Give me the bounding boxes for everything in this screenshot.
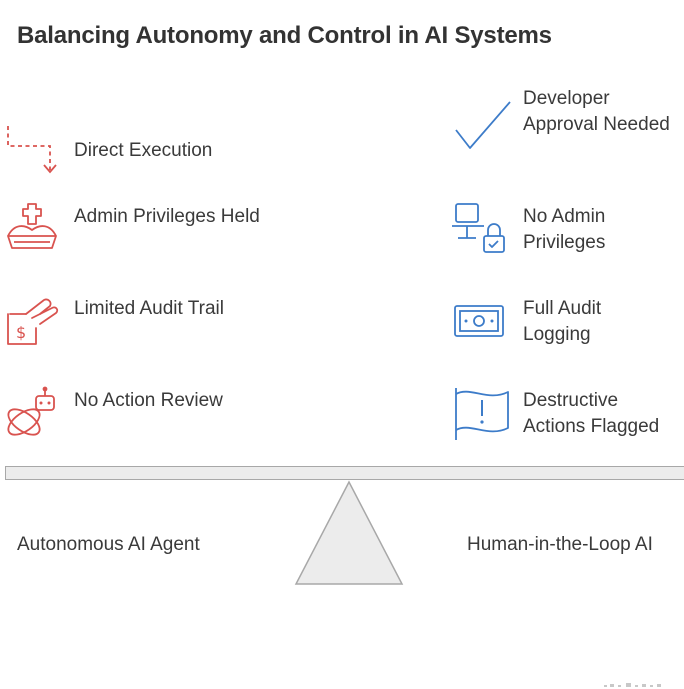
left-item-label-3: Limited Audit Trail bbox=[74, 298, 224, 319]
banknote-icon bbox=[454, 305, 504, 337]
right-item-label-1: Developer Approval Needed bbox=[523, 88, 670, 135]
computer-lock-icon bbox=[452, 203, 505, 253]
right-item-label-3: Full Audit Logging bbox=[523, 298, 602, 345]
diagram-title: Balancing Autonomy and Control in AI Sys… bbox=[17, 22, 552, 49]
fulcrum-triangle bbox=[294, 480, 404, 585]
balance-beam bbox=[5, 466, 684, 480]
checkmark-icon bbox=[455, 101, 511, 149]
robot-cancel-icon bbox=[7, 386, 55, 436]
left-item-label-4: No Action Review bbox=[74, 390, 223, 411]
hand-money-icon: $ bbox=[7, 298, 59, 345]
left-side-label: Autonomous AI Agent bbox=[17, 534, 200, 555]
crown-icon bbox=[7, 203, 57, 249]
dashed-arrow-icon bbox=[7, 126, 57, 174]
left-item-label-2: Admin Privileges Held bbox=[74, 206, 260, 227]
left-item-label-1: Direct Execution bbox=[74, 140, 213, 161]
svg-text:$: $ bbox=[16, 323, 26, 342]
right-item-label-2: No Admin Privileges bbox=[523, 206, 606, 253]
warning-flag-icon bbox=[455, 388, 509, 440]
right-item-label-4: Destructive Actions Flagged bbox=[523, 390, 660, 437]
watermark-logo bbox=[604, 683, 661, 687]
right-side-label: Human-in-the-Loop AI bbox=[467, 534, 653, 555]
